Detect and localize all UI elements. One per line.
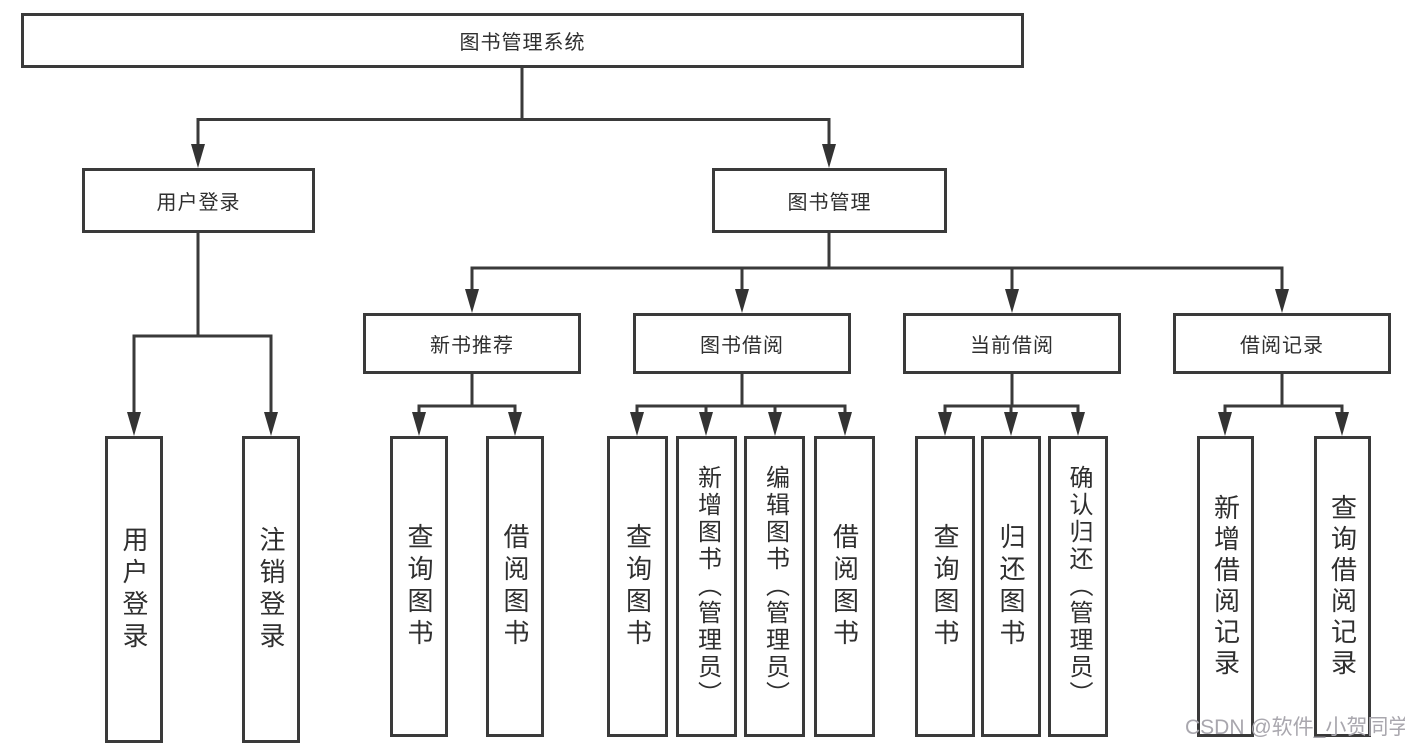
node-root-label: 图书管理系统 (459, 32, 586, 54)
leaf-borrow-books-recommend-label: 借阅图书 (500, 522, 530, 651)
leaf-query-books-current: 查询图书 (915, 436, 975, 737)
node-new-book-recommend-label: 新书推荐 (430, 335, 514, 357)
node-borrowing-records: 借阅记录 (1173, 313, 1391, 374)
node-book-borrowing: 图书借阅 (633, 313, 851, 374)
leaf-query-borrow-record: 查询借阅记录 (1314, 436, 1371, 737)
node-current-borrowing: 当前借阅 (903, 313, 1121, 374)
node-user-login: 用户登录 (82, 168, 315, 233)
leaf-user-login-label: 用户登录 (119, 525, 149, 654)
leaf-edit-books-admin: 编辑图书（管理员） (744, 436, 805, 737)
leaf-user-login: 用户登录 (105, 436, 163, 743)
leaf-add-borrow-record: 新增借阅记录 (1197, 436, 1254, 737)
node-book-management-label: 图书管理 (787, 192, 872, 214)
leaf-query-books-borrowing-label: 查询图书 (622, 522, 653, 651)
leaf-add-books-admin-label: 新增图书（管理员） (693, 465, 721, 708)
leaf-add-books-admin: 新增图书（管理员） (676, 436, 737, 737)
leaf-add-borrow-record-label: 新增借阅记录 (1210, 493, 1241, 680)
leaf-query-borrow-record-label: 查询借阅记录 (1327, 493, 1358, 680)
node-root: 图书管理系统 (21, 13, 1024, 68)
leaf-logout: 注销登录 (242, 436, 300, 743)
leaf-logout-label: 注销登录 (256, 525, 286, 654)
leaf-borrow-books-recommend: 借阅图书 (486, 436, 544, 737)
leaf-confirm-return-admin-label: 确认归还（管理员） (1065, 465, 1092, 708)
node-new-book-recommend: 新书推荐 (363, 313, 581, 374)
leaf-query-books-recommend: 查询图书 (390, 436, 448, 737)
leaf-return-books: 归还图书 (981, 436, 1041, 737)
leaf-query-books-recommend-label: 查询图书 (404, 522, 434, 651)
leaf-return-books-label: 归还图书 (996, 522, 1026, 651)
leaf-confirm-return-admin: 确认归还（管理员） (1048, 436, 1108, 737)
leaf-edit-books-admin-label: 编辑图书（管理员） (761, 465, 789, 708)
node-borrowing-records-label: 借阅记录 (1240, 335, 1324, 357)
node-user-login-label: 用户登录 (156, 192, 241, 214)
leaf-query-books-current-label: 查询图书 (930, 522, 960, 651)
leaf-borrow-books-borrowing-label: 借阅图书 (829, 522, 860, 651)
leaf-query-books-borrowing: 查询图书 (607, 436, 668, 737)
node-book-borrowing-label: 图书借阅 (700, 335, 784, 357)
leaf-borrow-books-borrowing: 借阅图书 (814, 436, 875, 737)
node-current-borrowing-label: 当前借阅 (970, 335, 1054, 357)
node-book-management: 图书管理 (712, 168, 947, 233)
